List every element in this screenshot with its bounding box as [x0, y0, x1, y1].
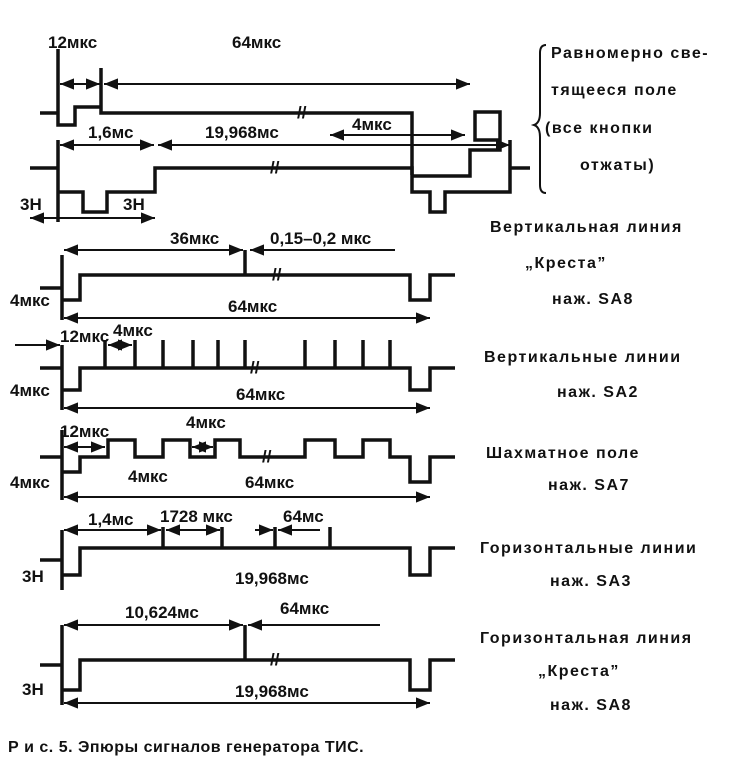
brace [530, 44, 547, 194]
diagram-title: наж. SA3 [550, 573, 632, 590]
label: 3Н [22, 567, 44, 586]
break-mark: // [250, 358, 260, 377]
waveform-checkerboard: // 12мкс 4мкс 4мкс 4мкс 64мкс Шахматное … [10, 413, 640, 503]
label: 12мкс [60, 327, 109, 346]
label: 64мс [283, 507, 324, 526]
label: 64мкс [232, 33, 281, 52]
label: 1,4мс [88, 510, 133, 529]
diagram-title: Равномерно све- [551, 45, 709, 62]
diagram-title: Горизонтальные линии [480, 540, 697, 557]
waveform-horizontal-cross-line: // 10,624мс 64мкс 3Н 19,968мс Горизонтал… [22, 599, 693, 714]
diagram-title: наж. SA7 [548, 477, 630, 494]
label: 4мкс [352, 115, 392, 134]
label: 0,15–0,2 мкс [270, 229, 371, 248]
break-mark: // [297, 103, 307, 122]
label: 4мкс [10, 381, 50, 400]
diagram-title: Шахматное поле [486, 445, 640, 462]
diagram-title: наж. SA2 [557, 384, 639, 401]
label: 3Н [22, 680, 44, 699]
label: 19,968мс [235, 682, 309, 701]
label: 4мкс [10, 291, 50, 310]
label: 4мкс [186, 413, 226, 432]
break-mark: // [272, 265, 282, 284]
waveform-vertical-lines: // 12мкс 4мкс 4мкс 64мкс Вертикальные ли… [10, 321, 682, 414]
label: 64мкс [228, 297, 277, 316]
diagram-title: отжаты) [580, 157, 655, 174]
label: 1728 мкс [160, 507, 233, 526]
diagram-title: Горизонтальная линия [480, 630, 693, 647]
break-mark: // [270, 158, 280, 177]
label: 36мкс [170, 229, 219, 248]
label: 4мкс [10, 473, 50, 492]
waveform-vertical-cross-line: // 36мкс 0,15–0,2 мкс 4мкс 64мкс Вертика… [10, 219, 683, 324]
waveform-horizontal-lines: 1,4мс 1728 мкс 64мс 3Н 19,968мс Горизонт… [22, 507, 697, 590]
label: 3Н [123, 195, 145, 214]
label: 3Н [20, 195, 42, 214]
diagram-title: (все кнопки [545, 120, 653, 137]
diagram-title: Вертикальные линии [484, 349, 682, 366]
break-mark: // [262, 447, 272, 466]
label: 12мкс [48, 33, 97, 52]
figure-caption: Р и с. 5. Эпюры сигналов генератора ТИС. [8, 739, 364, 756]
diagram-title: Вертикальная линия [490, 219, 683, 236]
diagram-title: тящееся поле [551, 82, 678, 99]
label: 19,968мс [235, 569, 309, 588]
label: 10,624мс [125, 603, 199, 622]
label: 64мкс [236, 385, 285, 404]
break-mark: // [270, 650, 280, 669]
label: 12мкс [60, 422, 109, 441]
label: 4мкс [113, 321, 153, 340]
label: 64мкс [280, 599, 329, 618]
diagram-title: „Креста” [538, 663, 620, 680]
diagram-title: наж. SA8 [552, 291, 634, 308]
label: 1,6мс [88, 123, 133, 142]
diagram-title: наж. SA8 [550, 697, 632, 714]
label: 19,968мс [205, 123, 279, 142]
diagram-title: „Креста” [525, 255, 607, 272]
label: 4мкс [128, 467, 168, 486]
label: 64мкс [245, 473, 294, 492]
waveform-uniform-field: // // 12мкс 64мкс 1,6мс 19,968мс 4мкс 3Н… [20, 33, 709, 224]
